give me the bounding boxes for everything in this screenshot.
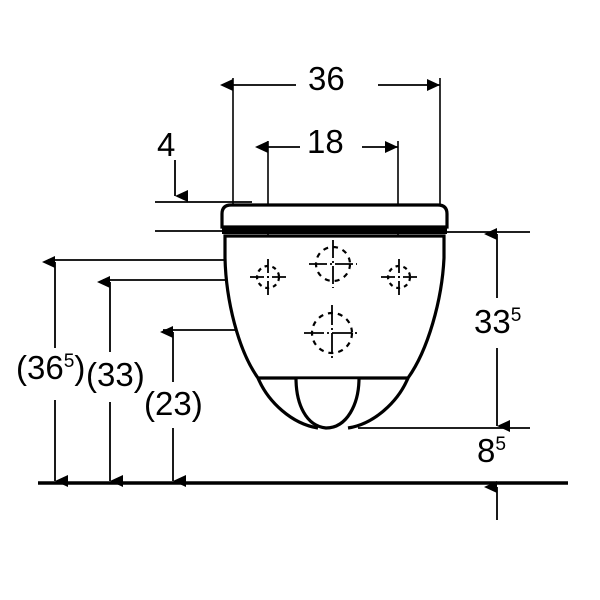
- toilet-bowl-outline: [223, 234, 446, 430]
- dimension-label-33-5: 335: [474, 305, 521, 338]
- dimension-label-33-5-sup: 5: [510, 305, 522, 326]
- dimension-label-33-5-main: 33: [474, 303, 511, 340]
- dimension-4: [155, 160, 252, 232]
- dimension-label-8-5: 85: [477, 434, 506, 467]
- dimension-label-8-5-main: 8: [477, 432, 496, 469]
- dimension-label-23: (23): [144, 385, 203, 422]
- dimension-label-33: (33): [86, 356, 145, 393]
- dimension-label-36-5-suffix: ): [74, 349, 86, 386]
- dimension-label-36: 36: [308, 60, 345, 97]
- right-dimensions: [358, 228, 530, 520]
- dimension-label-18: 18: [307, 123, 344, 160]
- centre-marks: [250, 240, 417, 361]
- left-vertical-dimensions: [42, 256, 186, 487]
- dimension-label-8-5-sup: 5: [495, 434, 506, 455]
- toilet-seat-lid: [220, 203, 449, 234]
- dimension-label-36-5-main: (36: [16, 349, 64, 386]
- dimension-label-4: 4: [157, 126, 176, 163]
- dimension-label-36-5: (365): [16, 351, 85, 384]
- dimension-label-36-5-sup: 5: [63, 351, 75, 372]
